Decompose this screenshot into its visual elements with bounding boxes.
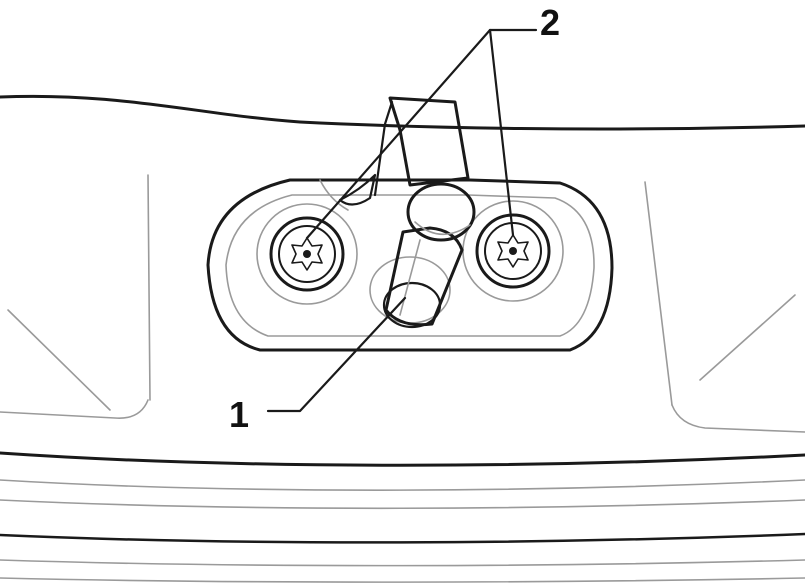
leader-lines [266,28,538,413]
right-panel-recess [644,181,805,433]
left-panel-recess [0,174,151,419]
leader-line-2-right [488,28,515,237]
callout-label-1: 1 [229,394,250,435]
striker-pin [338,96,476,329]
lower-body-lines [0,451,805,583]
right-bolt [462,200,564,302]
left-bolt [256,203,358,305]
leader-line-1 [266,296,407,413]
body-top-edge [0,94,805,131]
mounting-plate [206,178,614,352]
callout-label-2: 2 [540,2,561,43]
